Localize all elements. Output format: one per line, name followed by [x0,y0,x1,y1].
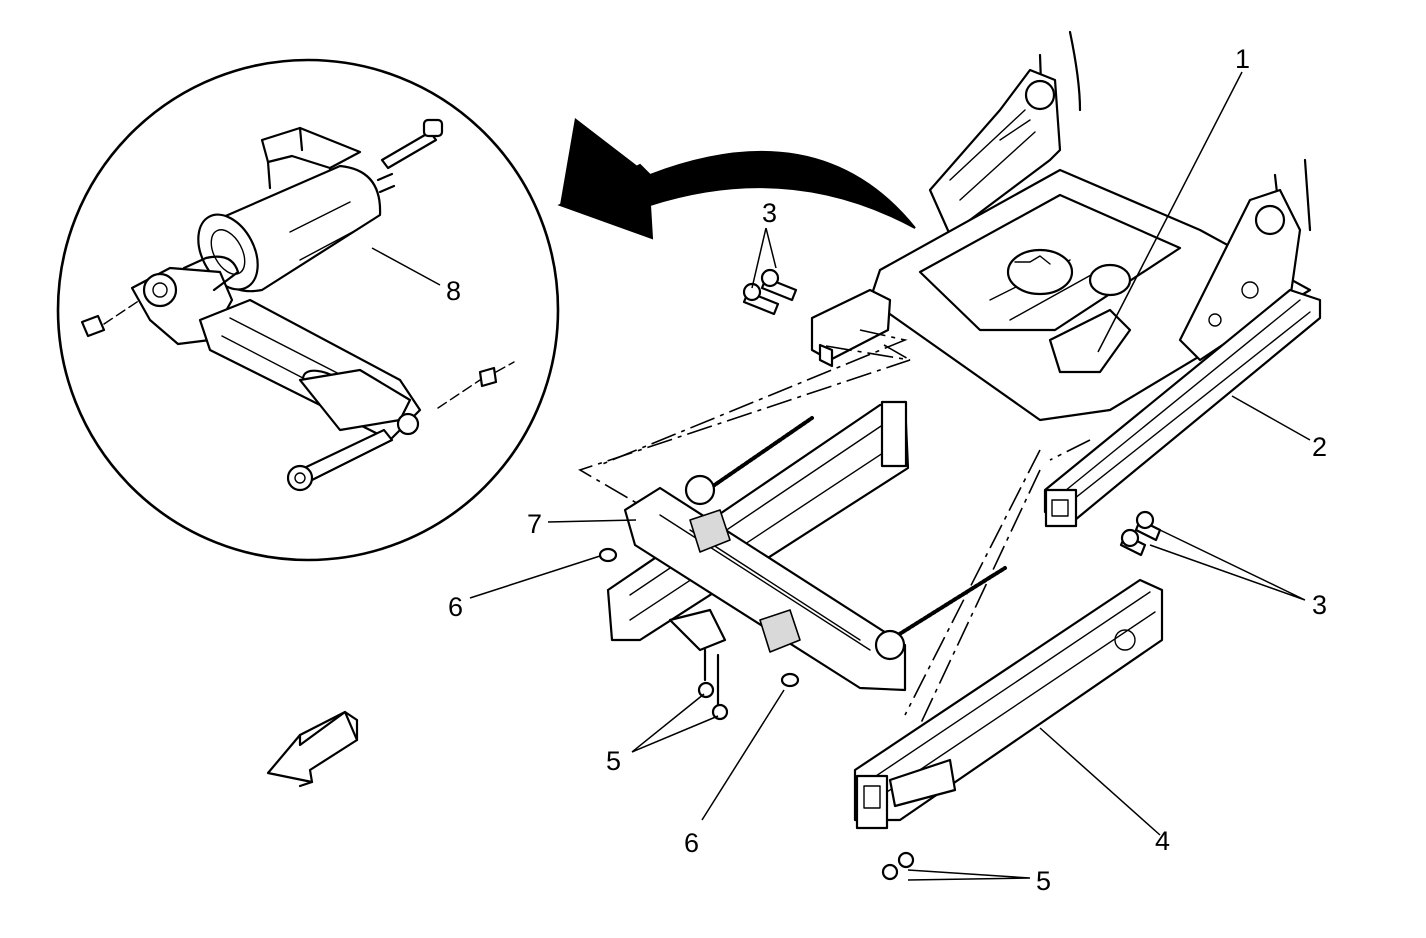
callout-6-lower: 6 [684,828,699,858]
callout-4: 4 [1155,826,1170,856]
forward-arrow-icon [266,710,359,788]
callout-5-left: 5 [606,746,621,776]
alignment-lines [578,329,1091,726]
callout-5-right: 5 [1036,866,1051,896]
leader-lines [371,71,1311,881]
bolts-3-upper [742,268,798,316]
detail-circle [56,58,560,562]
curved-arrow-icon [557,118,916,240]
callout-3-upper: 3 [762,198,777,228]
seat-rail-2 [1043,288,1322,528]
lower-track-assembly [606,400,1164,830]
bolts-3-lower [1119,510,1162,557]
nuts-5 [697,681,915,881]
callout-3-lower: 3 [1312,590,1327,620]
callout-labels: 1 2 3 3 4 5 5 6 6 7 8 [446,44,1327,896]
callout-6-left: 6 [448,592,463,622]
clips-6 [598,547,800,688]
motor-assembly-detail [80,118,515,492]
callout-7: 7 [527,509,542,539]
seat-adjuster-frame [810,30,1312,422]
callout-2: 2 [1312,432,1327,462]
callout-8: 8 [446,276,461,306]
callout-1: 1 [1235,44,1250,74]
